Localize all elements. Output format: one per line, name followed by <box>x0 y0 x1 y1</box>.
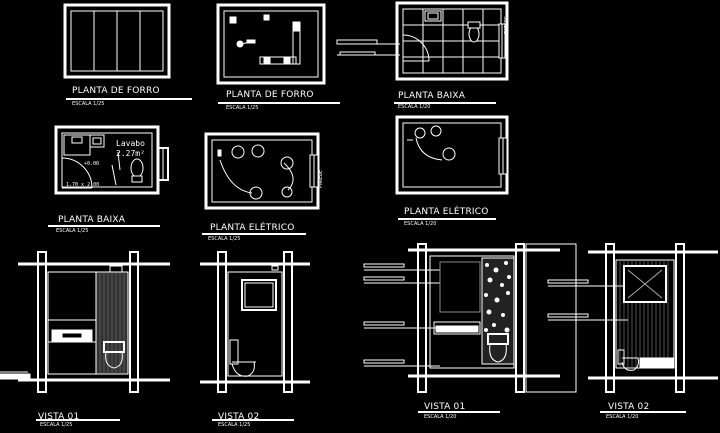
scale-label: ESCALA 1/25 <box>40 422 73 428</box>
planta-baixa-2 <box>395 1 509 81</box>
title-vista-01-b: VISTA 01 <box>424 402 466 412</box>
title-vista-02-a: VISTA 02 <box>218 412 260 422</box>
scale-label: ESCALA 1/20 <box>398 104 431 110</box>
planta-eletrico-1 <box>204 132 320 210</box>
scale-label: ESCALA 1/25 <box>226 105 259 111</box>
title-vista-01-a: VISTA 01 <box>38 412 80 422</box>
planta-eletrico-2 <box>395 115 509 195</box>
title-planta-baixa-1: PLANTA BAIXA <box>58 215 126 225</box>
scale-label: ESCALA 1/25 <box>218 422 251 428</box>
vista-02-a-elevation <box>200 251 310 393</box>
planta-de-forro-1 <box>63 3 171 79</box>
planta-de-forro-2 <box>216 3 326 85</box>
scale-label: ESCALA 1/20 <box>424 414 457 420</box>
title-planta-eletrico-1: PLANTA ELÉTRICO <box>210 223 295 233</box>
title-planta-eletrico-2: PLANTA ELÉTRICO <box>404 207 489 217</box>
title-planta-forro-2: PLANTA DE FORRO <box>226 90 314 100</box>
vista-02-b-elevation <box>588 243 718 393</box>
vista-01-b-elevation <box>408 243 577 393</box>
leader-lines-b <box>363 263 440 367</box>
room-name-lavabo: Lavabo <box>116 139 145 148</box>
room-area: 2.27m² <box>116 149 145 158</box>
scale-label: ESCALA 1/25 <box>208 236 241 242</box>
wall-label: PAREDE <box>504 15 510 34</box>
planta-baixa-1 <box>54 125 169 195</box>
dimension-text: 1.70 x 2.00 <box>66 182 100 188</box>
title-vista-02-b: VISTA 02 <box>608 402 650 412</box>
title-planta-forro-1: PLANTA DE FORRO <box>72 86 160 96</box>
leader-lines-a <box>336 39 400 56</box>
level-mark: +0.00 <box>84 161 100 167</box>
scale-label: ESCALA 1/25 <box>72 101 105 107</box>
wall-label: PAREDE <box>318 169 324 188</box>
scale-label: ESCALA 1/25 <box>56 228 89 234</box>
scale-label: ESCALA 1/20 <box>606 414 639 420</box>
vista-01-a-elevation <box>0 251 170 393</box>
scale-label: ESCALA 1/20 <box>404 221 437 227</box>
title-planta-baixa-2: PLANTA BAIXA <box>398 91 466 101</box>
title-underlines <box>36 98 686 421</box>
